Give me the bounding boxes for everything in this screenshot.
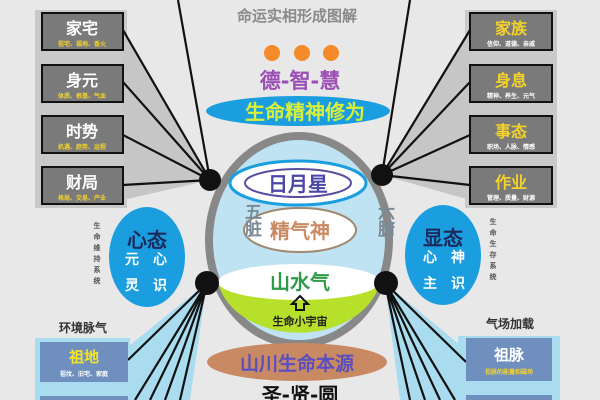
svg-text:祖地: 祖地: [68, 348, 99, 366]
oval-char: 主: [423, 275, 437, 292]
svg-text:格局、交易、产业: 格局、交易、产业: [58, 194, 106, 202]
micro-cosmos-text: 生命小宇宙: [273, 314, 328, 328]
shan-shui-qi-text: 山水气: [270, 270, 330, 294]
orange-dot: [264, 45, 280, 61]
sages-text: 圣-贤-圆: [262, 383, 339, 400]
mountain-river-source-oval: [207, 343, 387, 381]
svg-text:身元: 身元: [66, 71, 98, 90]
svg-text:精神、养生、元气: 精神、养生、元气: [487, 92, 535, 100]
orange-dot: [323, 45, 339, 61]
svg-text:职场、人脉、情感: 职场、人脉、情感: [487, 143, 535, 151]
svg-text:祖坟、旧宅、家庭: 祖坟、旧宅、家庭: [59, 370, 108, 378]
life-survival-label: 生命生存系统: [489, 217, 498, 284]
environment-label: 环境脉气: [59, 320, 107, 335]
oval-char: 心: [423, 250, 437, 266]
svg-text:信仰、道德、亲戚: 信仰、道德、亲戚: [487, 40, 535, 48]
svg-text:财局: 财局: [65, 173, 98, 192]
oval-char: 神: [451, 249, 465, 266]
oval-char: 心: [153, 252, 167, 268]
svg-text:祖脉: 祖脉: [493, 346, 525, 364]
svg-text:祖宅、福地、香火: 祖宅、福地、香火: [57, 40, 107, 48]
aura-label: 气场加载: [485, 316, 534, 331]
left-fan: [123, 30, 210, 200]
diagram-title: 命运实相形成图解: [236, 7, 357, 25]
oval-char: 识: [153, 278, 167, 294]
virtues-text: 德-智-慧: [260, 69, 340, 93]
svg-text:祖脉的能量和磁场: 祖脉的能量和磁场: [484, 368, 533, 376]
next-box-partial: [40, 396, 128, 400]
svg-text:家宅: 家宅: [66, 19, 98, 38]
svg-text:身息: 身息: [495, 71, 527, 90]
spiritual-cultivation-text: 生命精神修为: [245, 100, 365, 124]
ancestral-vein-box[interactable]: 祖脉 祖脉的能量和磁场: [466, 338, 552, 381]
svg-text:家族: 家族: [495, 19, 528, 38]
spiritual-cultivation-band: [206, 96, 390, 126]
jing-qi-shen-ellipse: [243, 207, 357, 253]
orange-dot: [294, 45, 310, 61]
oval-char: 元: [125, 252, 139, 268]
svg-text:作业: 作业: [495, 173, 527, 192]
next-box-partial: [466, 395, 552, 400]
shan-shui-qi-ellipse: [218, 264, 380, 300]
svg-text:事态: 事态: [495, 122, 527, 141]
right-fan: [382, 30, 470, 200]
svg-text:体质、根基、气血: 体质、根基、气血: [58, 92, 106, 100]
life-maintenance-label: 生命维持系统: [93, 221, 102, 288]
node-dot: [371, 164, 393, 186]
node-dot: [195, 271, 219, 295]
node-dot: [374, 271, 398, 295]
mountain-river-source-text: 山川生命本源: [240, 352, 354, 375]
sun-moon-star-inner: [244, 168, 352, 198]
connector-lines: [122, 0, 471, 400]
mind-state-title: 心态: [127, 228, 167, 252]
svg-text:管理、质量、财源: 管理、质量、财源: [487, 194, 535, 202]
node-dot: [199, 169, 221, 191]
oval-char: 识: [451, 276, 465, 292]
svg-text:时势: 时势: [66, 122, 98, 141]
sun-moon-star-text: 日月星: [268, 172, 328, 196]
svg-text:机遇、趋势、运程: 机遇、趋势、运程: [58, 143, 106, 151]
arrow-up-icon: [289, 294, 311, 311]
mind-state-oval: [109, 207, 185, 307]
manifest-state-title: 显态: [423, 226, 463, 250]
ancestral-land-box[interactable]: 祖地 祖坟、旧宅、家庭: [40, 342, 128, 382]
manifest-state-oval: [405, 205, 481, 305]
jing-qi-shen-text: 精气神: [270, 219, 330, 243]
oval-char: 灵: [125, 278, 140, 294]
